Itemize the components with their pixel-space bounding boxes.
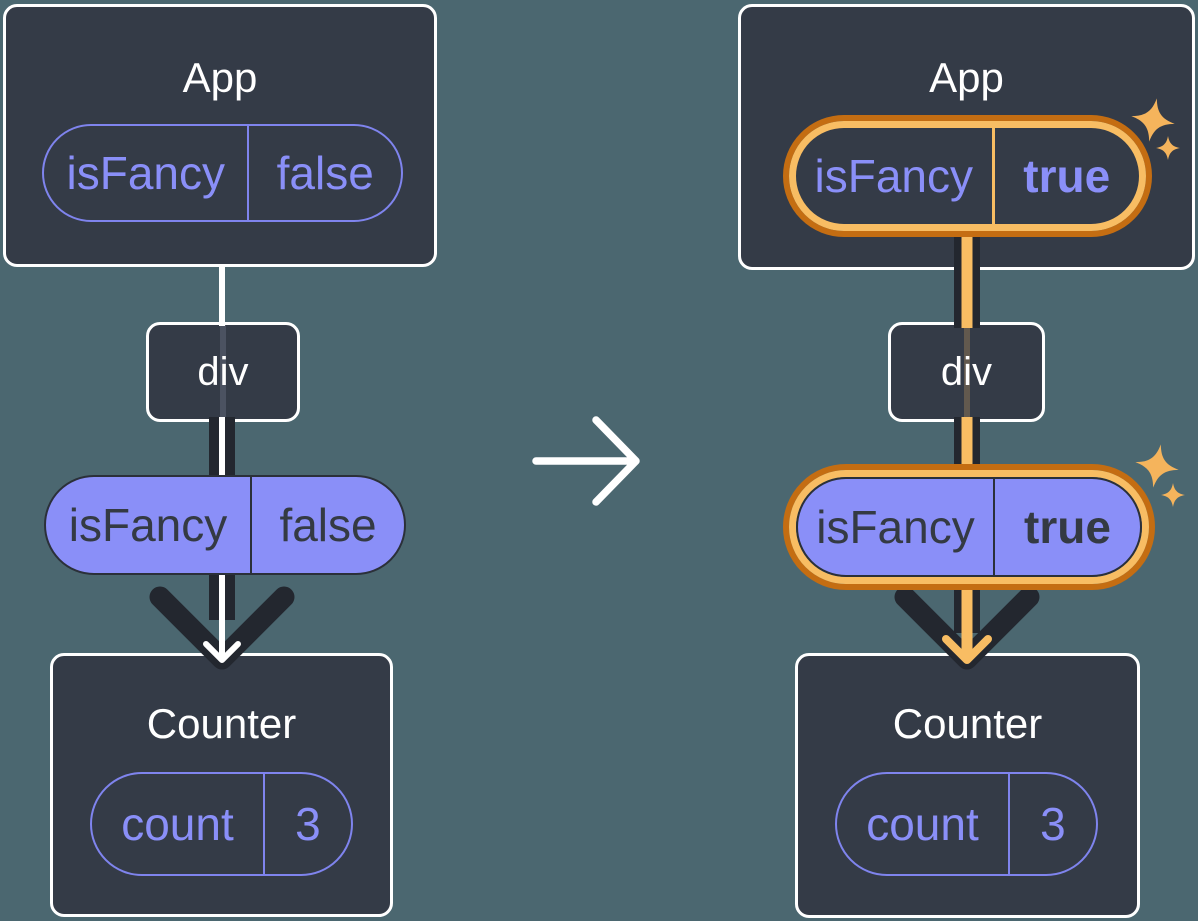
prop-value: false [250, 477, 404, 573]
app-prop-pill-before: isFancy false [42, 124, 403, 222]
sparkle-icon [1156, 136, 1180, 160]
passed-prop-pill-before: isFancy false [44, 475, 406, 575]
highlight-ring-inner: isFancy true [789, 121, 1146, 231]
cable-app-div-after [954, 228, 980, 328]
counter-state-pill-after: count 3 [835, 772, 1098, 876]
state-name: count [121, 798, 234, 850]
div-title: div [940, 349, 993, 394]
highlight-ring-inner: isFancy true [789, 470, 1149, 584]
sparkle-icon [1161, 483, 1185, 507]
prop-name: isFancy [68, 499, 228, 551]
prop-name: isFancy [814, 150, 973, 202]
prop-value: true [991, 128, 1140, 224]
prop-value: false [247, 126, 401, 220]
cable-div-pill-before [209, 417, 235, 481]
app-prop-pill-after: isFancy true [796, 128, 1139, 224]
counter-state-pill-before: count 3 [90, 772, 353, 876]
prop-name: isFancy [816, 501, 975, 553]
arrow-down-icon [894, 585, 1040, 670]
sparkle-icon [1131, 98, 1175, 142]
prop-value: true [992, 479, 1140, 575]
state-value: 3 [1007, 774, 1096, 874]
prop-line-through-div [963, 325, 970, 419]
app-title: App [182, 54, 258, 101]
counter-title: Counter [146, 700, 297, 747]
counter-title: Counter [892, 700, 1043, 747]
app-prop-pill-after-highlight: isFancy true [783, 115, 1152, 237]
prop-name: isFancy [66, 147, 225, 199]
arrow-right-icon [532, 416, 640, 506]
state-name: count [866, 798, 979, 850]
sparkle-icon [1135, 444, 1179, 488]
prop-line-through-div [220, 325, 226, 419]
div-title: div [197, 349, 249, 394]
passed-prop-pill-after-highlight: isFancy true [783, 464, 1155, 590]
passed-prop-pill-after: isFancy true [796, 477, 1142, 577]
connector-app-div-before [219, 264, 225, 326]
app-title: App [929, 54, 1004, 101]
arrow-down-icon [149, 572, 295, 670]
state-value: 3 [262, 774, 351, 874]
